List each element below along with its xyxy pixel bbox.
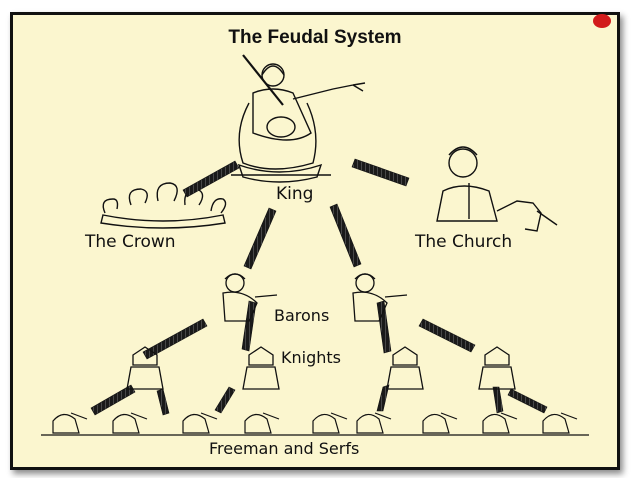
crown-label: The Crown	[85, 232, 176, 252]
diagram-title: The Feudal System	[228, 27, 402, 48]
barons-label: Barons	[274, 306, 330, 325]
baron-figures	[222, 273, 408, 322]
serfs-label: Freeman and Serfs	[209, 439, 360, 458]
crown-figure	[100, 182, 227, 229]
diagram-frame: The Feudal System King The Crown The Chu…	[10, 12, 620, 470]
red-corner-dot	[593, 14, 611, 28]
feudal-illustration	[41, 54, 589, 436]
knight-figures	[126, 346, 516, 390]
connector-bars	[90, 158, 548, 416]
church-figure	[436, 146, 558, 232]
knights-label: Knights	[281, 348, 341, 367]
king-figure	[231, 54, 366, 183]
king-label: King	[276, 184, 314, 204]
church-label: The Church	[415, 232, 513, 252]
serf-figures	[41, 412, 589, 436]
